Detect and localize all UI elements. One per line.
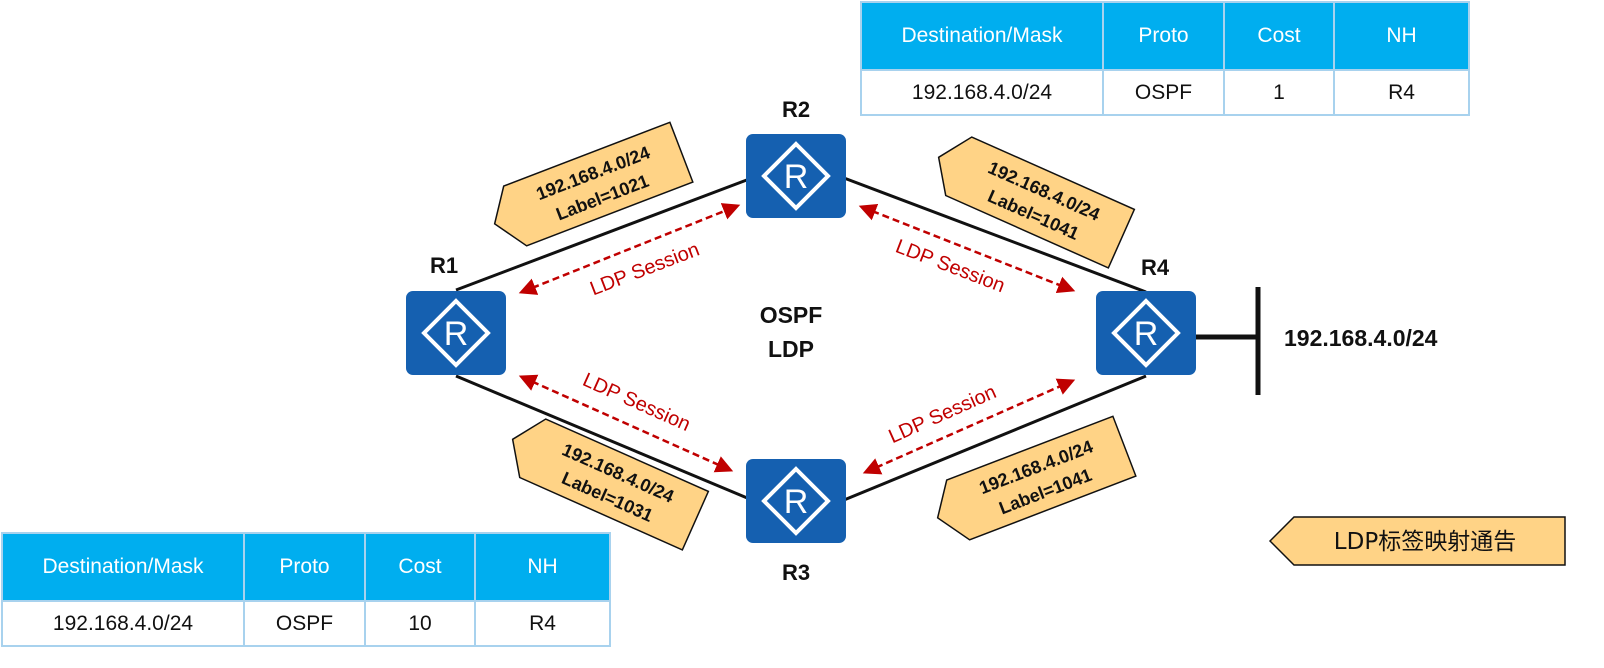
cell-cost: 1 [1223, 69, 1335, 116]
ldp-session-label-r1-r3: LDP Session [579, 369, 693, 436]
routing-table-r1: Destination/Mask Proto Cost NH 192.168.4… [1, 532, 611, 647]
network-prefix-label: 192.168.4.0/24 [1284, 325, 1438, 351]
cell-cost: 10 [364, 600, 476, 647]
ldp-session-label-r1-r2: LDP Session [587, 238, 702, 300]
cell-nh: R4 [474, 600, 611, 647]
legend-text: LDP标签映射通告 [1334, 529, 1516, 555]
legend-label-mapping: LDP标签映射通告 [1268, 516, 1566, 566]
ldp-session-arrow-r1-r2 [518, 203, 741, 295]
router-name-r4: R4 [1141, 255, 1170, 280]
cell-proto: OSPF [243, 600, 366, 647]
cell-destination: 192.168.4.0/24 [860, 69, 1104, 116]
label-mapping-tag-r2-to-r1: 192.168.4.0/24 Label=1021 [493, 121, 694, 247]
header-cost: Cost [1223, 1, 1335, 71]
routing-table-r2: Destination/Mask Proto Cost NH 192.168.4… [860, 1, 1470, 116]
table-row: 192.168.4.0/24 OSPF 10 R4 [1, 600, 611, 647]
header-cost: Cost [364, 532, 476, 602]
header-destination: Destination/Mask [1, 532, 245, 602]
table-header-row: Destination/Mask Proto Cost NH [1, 532, 611, 602]
router-name-r2: R2 [782, 97, 810, 122]
router-r2: R [744, 132, 848, 220]
protocol-ldp-label: LDP [768, 336, 814, 362]
router-r3: R [744, 457, 848, 545]
router-name-r1: R1 [430, 253, 458, 278]
ldp-session-arrow-r3-r4 [862, 378, 1076, 475]
label-mapping-tag-r3-to-r1: 192.168.4.0/24 Label=1031 [511, 418, 710, 551]
router-glyph: R [444, 315, 469, 353]
cell-proto: OSPF [1102, 69, 1225, 116]
header-nh: NH [1333, 1, 1470, 71]
legend-tag-shape [1268, 516, 1566, 566]
table-row: 192.168.4.0/24 OSPF 1 R4 [860, 69, 1470, 116]
protocol-ospf-label: OSPF [760, 302, 823, 328]
header-proto: Proto [243, 532, 366, 602]
router-r1: R [404, 289, 508, 377]
label-mapping-tag-r4-to-r2: 192.168.4.0/24 Label=1041 [937, 136, 1136, 269]
label-mapping-tag-r4-to-r3: 192.168.4.0/24 Label=1041 [936, 415, 1137, 541]
table-header-row: Destination/Mask Proto Cost NH [860, 1, 1470, 71]
router-r4: R [1094, 289, 1198, 377]
ldp-session-arrow-r1-r3 [518, 374, 734, 473]
cell-nh: R4 [1333, 69, 1470, 116]
ldp-session-label-r2-r4: LDP Session [892, 235, 1007, 297]
router-glyph: R [1134, 315, 1159, 353]
header-proto: Proto [1102, 1, 1225, 71]
ldp-session-arrow-r2-r4 [858, 204, 1076, 293]
router-glyph: R [784, 158, 809, 196]
router-name-r3: R3 [782, 560, 810, 585]
cell-destination: 192.168.4.0/24 [1, 600, 245, 647]
header-nh: NH [474, 532, 611, 602]
router-glyph: R [784, 483, 809, 521]
header-destination: Destination/Mask [860, 1, 1104, 71]
